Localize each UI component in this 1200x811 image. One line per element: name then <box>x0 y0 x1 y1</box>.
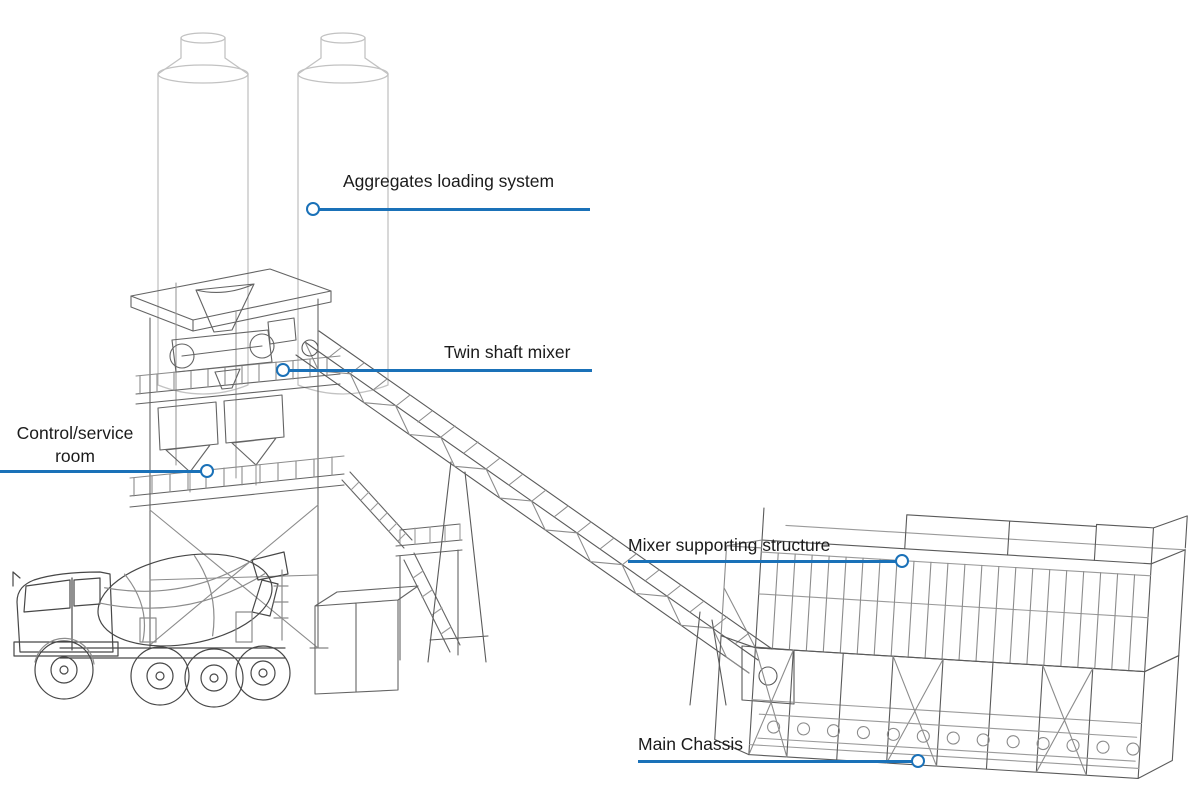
batching-tower-illustration <box>129 268 463 695</box>
cement-silos-illustration <box>157 32 389 395</box>
main-chassis-pointer-dot <box>911 754 925 768</box>
aggregates-loading-system-label: Aggregates loading system <box>343 171 555 191</box>
twin-shaft-mixer-pointer-dot <box>276 363 290 377</box>
mixer-supporting-structure-leader-line <box>628 560 902 563</box>
control-service-room-leader-line <box>0 470 207 473</box>
mixer-supporting-structure-pointer-dot <box>895 554 909 568</box>
mixer-truck-illustration <box>12 551 291 708</box>
belt-conveyor-illustration <box>295 330 795 706</box>
control-service-room-label: Control/service room <box>16 423 134 466</box>
mixer-supporting-structure-label: Mixer supporting structure <box>628 535 831 555</box>
twin-shaft-mixer-label: Twin shaft mixer <box>444 342 571 362</box>
aggregates-loading-system-leader-line <box>313 208 590 211</box>
twin-shaft-mixer-leader-line <box>283 369 592 372</box>
control-service-room-pointer-dot <box>200 464 214 478</box>
main-chassis-leader-line <box>638 760 918 763</box>
aggregates-loading-system-pointer-dot <box>306 202 320 216</box>
support-structure-illustration <box>714 507 1188 779</box>
main-chassis-label: Main Chassis <box>638 734 744 754</box>
stairs-illustration <box>341 471 463 661</box>
main-chassis-illustration <box>714 635 1180 779</box>
twin-shaft-mixer-illustration <box>169 317 297 390</box>
